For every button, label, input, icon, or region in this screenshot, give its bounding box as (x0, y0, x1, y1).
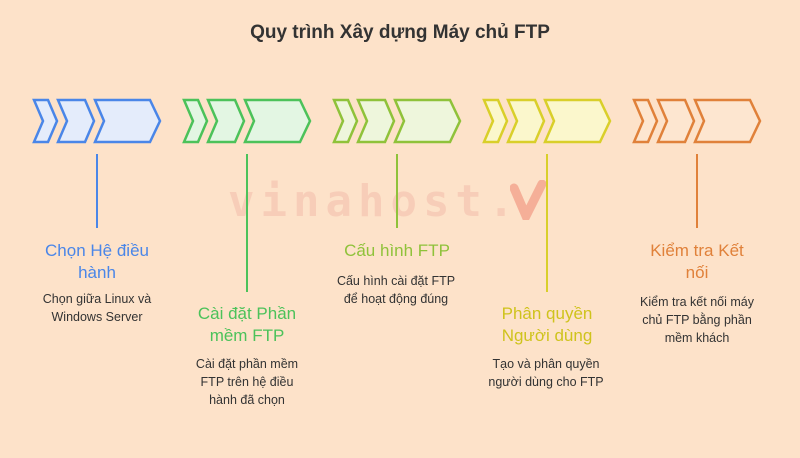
diagram-title: Quy trình Xây dựng Máy chủ FTP (250, 22, 550, 43)
chevron-icon (656, 98, 696, 144)
step-1-description: Chọn giữa Linux và Windows Server (42, 292, 152, 324)
step-2-heading: Cài đặt Phần mềm FTP (197, 304, 297, 345)
step-3-heading: Cấu hình FTP (344, 241, 450, 260)
chevron-icon (32, 98, 59, 144)
step-5-connector (696, 154, 698, 228)
step-3-chevrons (332, 98, 462, 144)
step-4-chevrons (482, 98, 612, 144)
chevron-icon (632, 98, 659, 144)
chevron-icon (243, 98, 312, 144)
step-3-description: Cấu hình cài đặt FTP để hoạt động đúng (336, 274, 456, 306)
chevron-icon (356, 98, 396, 144)
step-4-description: Tạo và phân quyền người dùng cho FTP (488, 357, 604, 389)
step-2-chevrons (182, 98, 312, 144)
chevron-icon (506, 98, 546, 144)
step-5-chevrons (632, 98, 762, 144)
step-2-description: Cài đặt phần mềm FTP trên hệ điều hành đ… (195, 357, 299, 407)
step-1-heading: Chọn Hệ điều hành (45, 241, 149, 282)
chevron-icon (182, 98, 209, 144)
step-1-chevrons (32, 98, 162, 144)
step-4-connector (546, 154, 548, 292)
chevron-icon (206, 98, 246, 144)
step-3-connector (396, 154, 398, 228)
chevron-icon (482, 98, 509, 144)
chevron-icon (332, 98, 359, 144)
chevron-icon (93, 98, 162, 144)
chevron-icon (543, 98, 612, 144)
chevron-icon (393, 98, 462, 144)
step-5-description: Kiểm tra kết nối máy chủ FTP bằng phần m… (640, 295, 754, 345)
step-5-heading: Kiểm tra Kết nối (650, 241, 744, 282)
watermark: vinahost. (228, 176, 521, 227)
chevron-icon (693, 98, 762, 144)
step-2-connector (246, 154, 248, 292)
step-4-heading: Phân quyền Người dùng (501, 304, 593, 345)
step-1-connector (96, 154, 98, 228)
chevron-icon (56, 98, 96, 144)
watermark-check-icon (510, 180, 546, 220)
